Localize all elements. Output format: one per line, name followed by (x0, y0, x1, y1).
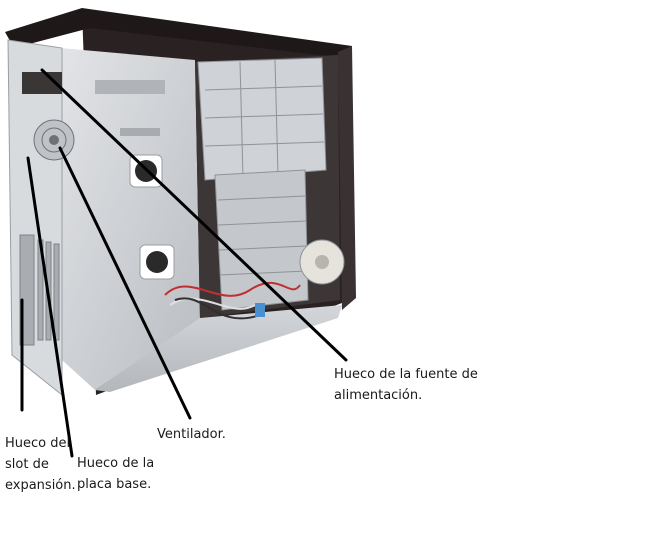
label-fan: Ventilador. (157, 424, 226, 445)
label-slot-line-1: Hueco del (5, 436, 71, 451)
drive-bay-lower-slots (217, 195, 308, 276)
label-slot-line-2: slot de (5, 457, 49, 472)
rear-fan-grill (33, 119, 75, 161)
label-psu-line-2: alimentación. (334, 388, 423, 403)
case-floor (95, 305, 342, 392)
front-fan (299, 239, 345, 285)
label-fan-line-1: Ventilador. (157, 427, 226, 442)
label-slot-line-3: expansión. (5, 478, 76, 493)
case-right-edge (338, 46, 356, 310)
internal-cables (164, 281, 301, 320)
drive-bay-slots (204, 59, 325, 179)
drive-bays-upper (197, 57, 327, 181)
label-mobo-line-1: Hueco de la (77, 456, 155, 471)
leader-line-mobo (26, 156, 74, 458)
label-motherboard-bay: Hueco de la placa base. (77, 453, 154, 495)
case-top-edge (5, 8, 352, 58)
leader-line-fan (58, 146, 192, 420)
label-power-supply-bay: Hueco de la fuente de alimentación. (334, 364, 478, 406)
label-psu-line-1: Hueco de la fuente de (334, 367, 478, 382)
motherboard-tray (60, 48, 200, 390)
label-expansion-slot-bay: Hueco del slot de expansión. (5, 433, 76, 496)
drive-bays-lower (214, 169, 309, 311)
label-mobo-line-2: placa base. (77, 477, 152, 492)
leader-line-psu (40, 68, 348, 362)
